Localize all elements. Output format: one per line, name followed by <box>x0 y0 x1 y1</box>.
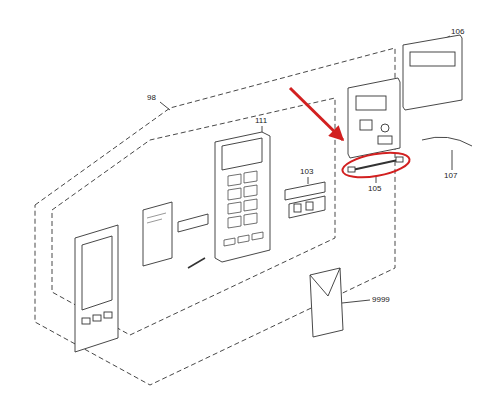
pin <box>188 258 205 268</box>
group-outline <box>35 48 395 385</box>
leader-line <box>452 150 453 170</box>
membrane-panel <box>143 202 172 266</box>
keypad-button <box>228 174 241 186</box>
callout-number: 9999 <box>372 296 390 304</box>
board-component <box>360 120 372 130</box>
board-chip <box>356 96 386 110</box>
keypad-button <box>228 188 241 200</box>
keypad-button <box>244 171 257 183</box>
callout-number: 111 <box>255 117 267 125</box>
lead-wire <box>422 137 472 146</box>
highlight-arrow <box>290 88 343 140</box>
callout-number: 107 <box>444 172 457 180</box>
display-lcd <box>410 52 455 66</box>
harness-plug <box>396 157 403 162</box>
manual-envelope <box>310 268 343 337</box>
display-board <box>403 35 462 110</box>
front-frame-window <box>82 236 112 310</box>
leader-line <box>160 102 170 110</box>
front-frame <box>75 225 118 352</box>
keypad-button <box>228 202 241 214</box>
callout-number: 103 <box>300 168 313 176</box>
group-outline <box>52 98 335 335</box>
highlight-ellipse <box>341 148 412 181</box>
bracket <box>289 196 325 218</box>
callout-number: 98 <box>147 94 156 102</box>
leader-line <box>308 177 309 184</box>
keypad-button <box>244 199 257 211</box>
keypad-button <box>244 185 257 197</box>
bracket-key <box>294 204 301 212</box>
board-connector <box>378 136 392 144</box>
keypad-button <box>224 238 235 246</box>
display-window <box>222 138 262 170</box>
frame-slot <box>93 315 101 321</box>
control-panel <box>215 132 270 262</box>
keypad-button <box>244 213 257 225</box>
keypad-button <box>252 232 263 240</box>
window-film <box>178 214 208 232</box>
keypad-button <box>238 235 249 243</box>
wire-harness <box>352 160 398 170</box>
leader-line <box>342 300 370 303</box>
keypad-button <box>228 216 241 228</box>
frame-slot <box>104 312 112 318</box>
harness-plug <box>348 167 355 172</box>
board-component <box>381 124 389 132</box>
frame-slot <box>82 318 90 324</box>
envelope-flap <box>310 268 340 296</box>
control-board <box>348 78 400 158</box>
callout-number: 105 <box>368 185 381 193</box>
bracket-key <box>306 202 313 210</box>
callout-number: 106 <box>451 28 464 36</box>
